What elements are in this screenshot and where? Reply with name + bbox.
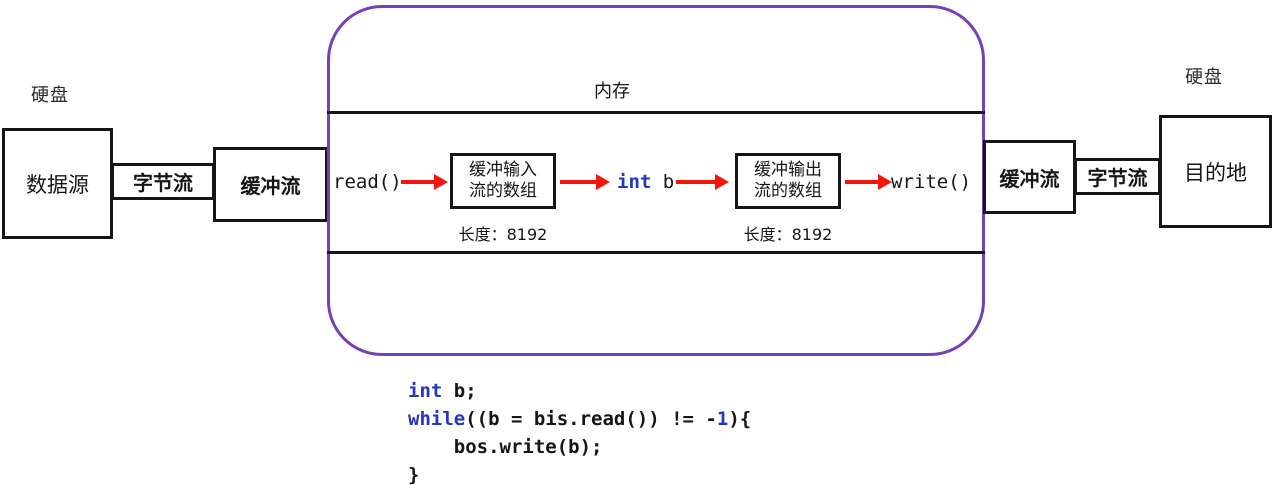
right-byte-stream-label: 字节流	[1087, 166, 1148, 190]
output-array-line2: 流的数组	[754, 181, 822, 201]
input-array-line2: 流的数组	[469, 181, 537, 201]
code-keyword-int: int	[408, 380, 443, 402]
left-byte-stream-label: 字节流	[133, 171, 193, 195]
code-block: int b; while((b = bis.read()) != -1){ bo…	[408, 377, 751, 489]
memory-top-divider	[327, 111, 985, 114]
code-line-1: int b;	[408, 377, 751, 405]
left-buffered-stream-label: 缓冲流	[240, 174, 301, 198]
data-source-box: 数据源	[2, 128, 113, 239]
red-arrow-icon	[676, 174, 729, 190]
data-source-label: 数据源	[26, 172, 89, 197]
right-byte-stream-box: 字节流	[1074, 158, 1161, 195]
memory-bottom-divider	[327, 251, 985, 254]
read-call-label: read()	[333, 171, 402, 193]
right-buffered-stream-label: 缓冲流	[999, 166, 1060, 191]
left-byte-stream-box: 字节流	[111, 163, 215, 200]
code-line-2-mid: ((b = bis.read()) != -	[465, 408, 717, 430]
red-arrow-icon	[845, 174, 892, 190]
code-line-1-rest: b;	[442, 380, 477, 402]
code-line-2-end: ){	[728, 408, 752, 430]
code-line-4: }	[408, 464, 420, 486]
byte-var-name: b	[651, 171, 675, 193]
memory-title: 内存	[594, 81, 630, 102]
output-array-length-label: 长度：8192	[743, 225, 833, 244]
left-disk-label: 硬盘	[31, 85, 69, 106]
red-arrow-icon	[401, 174, 448, 190]
destination-label: 目的地	[1184, 160, 1247, 185]
buffered-output-array-box: 缓冲输出 流的数组	[735, 153, 841, 209]
left-buffered-stream-box: 缓冲流	[213, 147, 328, 222]
input-array-line1: 缓冲输入	[469, 160, 537, 180]
code-literal-number: 1	[716, 408, 729, 430]
destination-box: 目的地	[1159, 115, 1272, 228]
code-keyword-while: while	[408, 408, 466, 430]
byte-var-label: int b	[617, 171, 674, 193]
code-line-2: while((b = bis.read()) != -1){	[408, 405, 751, 433]
red-arrow-icon	[560, 174, 610, 190]
right-disk-label: 硬盘	[1185, 67, 1223, 88]
code-line-3: bos.write(b);	[408, 436, 603, 458]
write-call-label: write()	[891, 171, 972, 193]
right-buffered-stream-box: 缓冲流	[983, 140, 1076, 214]
buffered-input-array-box: 缓冲输入 流的数组	[450, 153, 556, 209]
byte-var-keyword: int	[617, 171, 652, 193]
output-array-line1: 缓冲输出	[754, 160, 822, 180]
input-array-length-label: 长度：8192	[458, 225, 548, 244]
